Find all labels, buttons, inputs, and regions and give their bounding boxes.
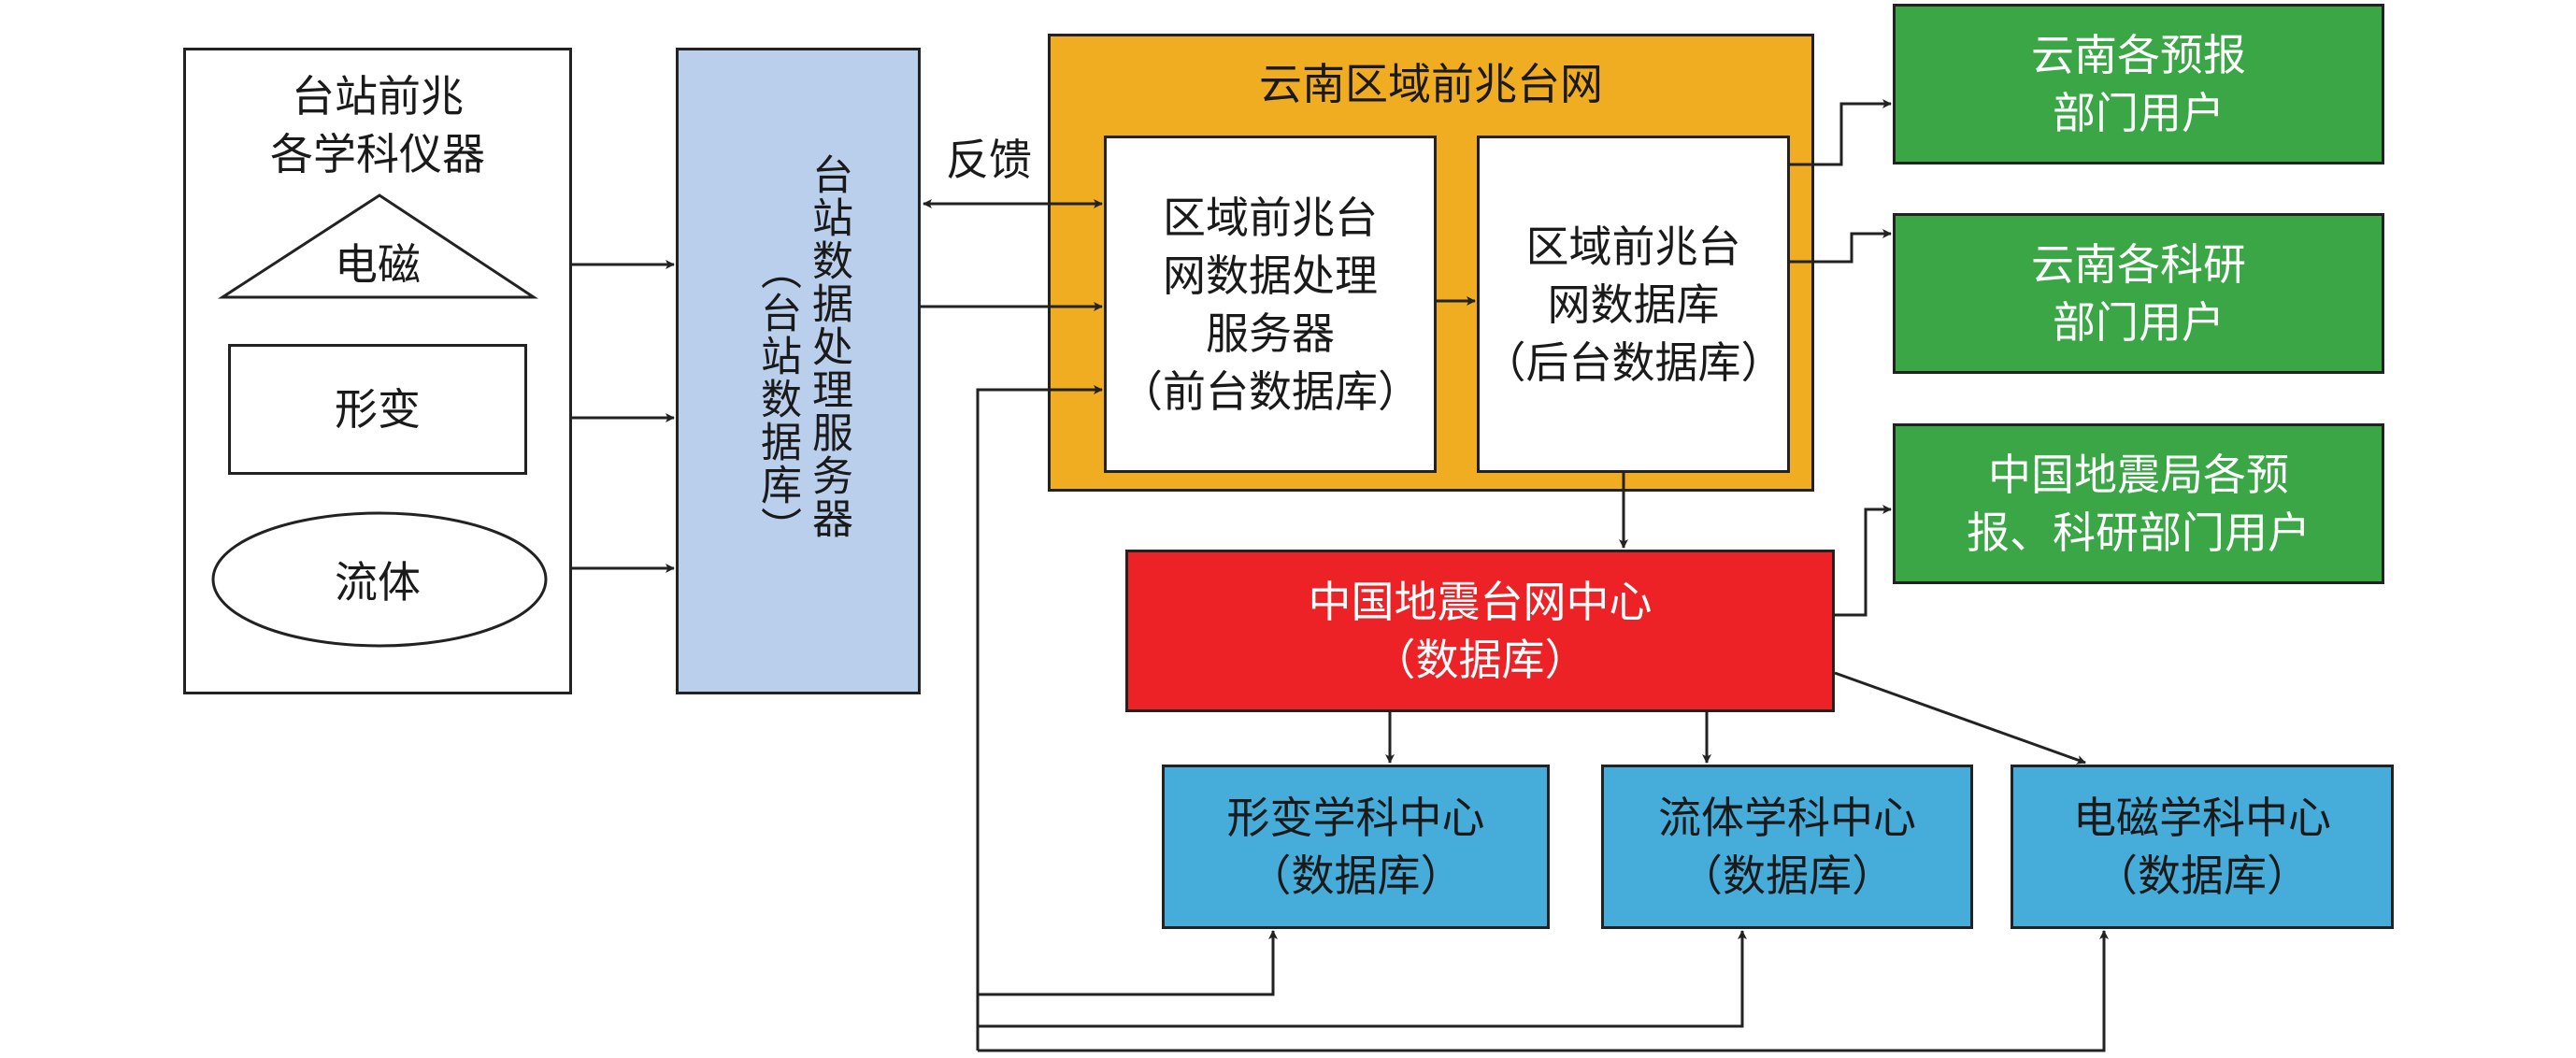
regional-processor-label: 区域前兆台 网数据处理 服务器 （前台数据库） bbox=[1120, 192, 1421, 417]
regional-processor-box: 区域前兆台 网数据处理 服务器 （前台数据库） bbox=[1104, 136, 1437, 473]
em-center-box: 电磁学科中心 （数据库） bbox=[2011, 765, 2394, 929]
yunnan-research-users-box: 云南各科研 部门用户 bbox=[1893, 213, 2384, 374]
yunnan-forecast-users-box: 云南各预报 部门用户 bbox=[1893, 4, 2384, 164]
arrow-loop-from-deformation bbox=[978, 930, 1278, 996]
deformation-center-label: 形变学科中心 （数据库） bbox=[1226, 793, 1485, 901]
fluid-center-label: 流体学科中心 （数据库） bbox=[1658, 793, 1916, 901]
station-server-box: 台站数据处理服务器 （台站数据库） bbox=[676, 48, 921, 694]
arrow-db-to-forecast-users bbox=[1790, 99, 1892, 166]
cea-users-box: 中国地震局各预 报、科研部门用户 bbox=[1893, 423, 2384, 584]
arrow-loop-from-em bbox=[978, 930, 2109, 1052]
station-instruments-box: 台站前兆 各学科仪器 电磁 形变 流体 bbox=[183, 48, 572, 694]
network-center-box: 中国地震台网中心 （数据库） bbox=[1125, 550, 1835, 712]
arrow-center-to-cea-users bbox=[1835, 505, 1892, 617]
yunnan-forecast-users-label: 云南各预报 部门用户 bbox=[2031, 30, 2246, 138]
regional-network-title: 云南区域前兆台网 bbox=[1259, 59, 1603, 109]
arrow-loop-from-fluid bbox=[978, 930, 1747, 1028]
arrow-center-to-em bbox=[1834, 671, 2086, 765]
network-center-label: 中国地震台网中心 （数据库） bbox=[1308, 577, 1653, 685]
cea-users-label: 中国地震局各预 报、科研部门用户 bbox=[1967, 450, 2311, 558]
arrow-db-to-research-users bbox=[1790, 229, 1892, 264]
yunnan-research-users-label: 云南各科研 部门用户 bbox=[2031, 239, 2246, 348]
arrow-loop-to-processor bbox=[976, 385, 1103, 1051]
deformation-instrument-box: 形变 bbox=[228, 344, 527, 475]
station-instruments-title: 台站前兆 各学科仪器 bbox=[270, 71, 485, 179]
em-instrument-label: 电磁 bbox=[335, 239, 421, 290]
station-server-label: 台站数据处理服务器 bbox=[805, 153, 852, 540]
deformation-center-box: 形变学科中心 （数据库） bbox=[1162, 765, 1550, 929]
em-center-label: 电磁学科中心 （数据库） bbox=[2073, 793, 2331, 901]
fluid-center-box: 流体学科中心 （数据库） bbox=[1601, 765, 1973, 929]
regional-database-box: 区域前兆台 网数据库 （后台数据库） bbox=[1477, 136, 1790, 473]
fluid-instrument-label: 流体 bbox=[335, 557, 421, 608]
em-triangle-shape bbox=[211, 193, 548, 648]
deformation-instrument-label: 形变 bbox=[335, 384, 421, 435]
regional-database-label: 区域前兆台 网数据库 （后台数据库） bbox=[1482, 221, 1784, 388]
feedback-label: 反馈 bbox=[946, 135, 1032, 185]
station-database-label: （台站数据库） bbox=[753, 249, 801, 550]
